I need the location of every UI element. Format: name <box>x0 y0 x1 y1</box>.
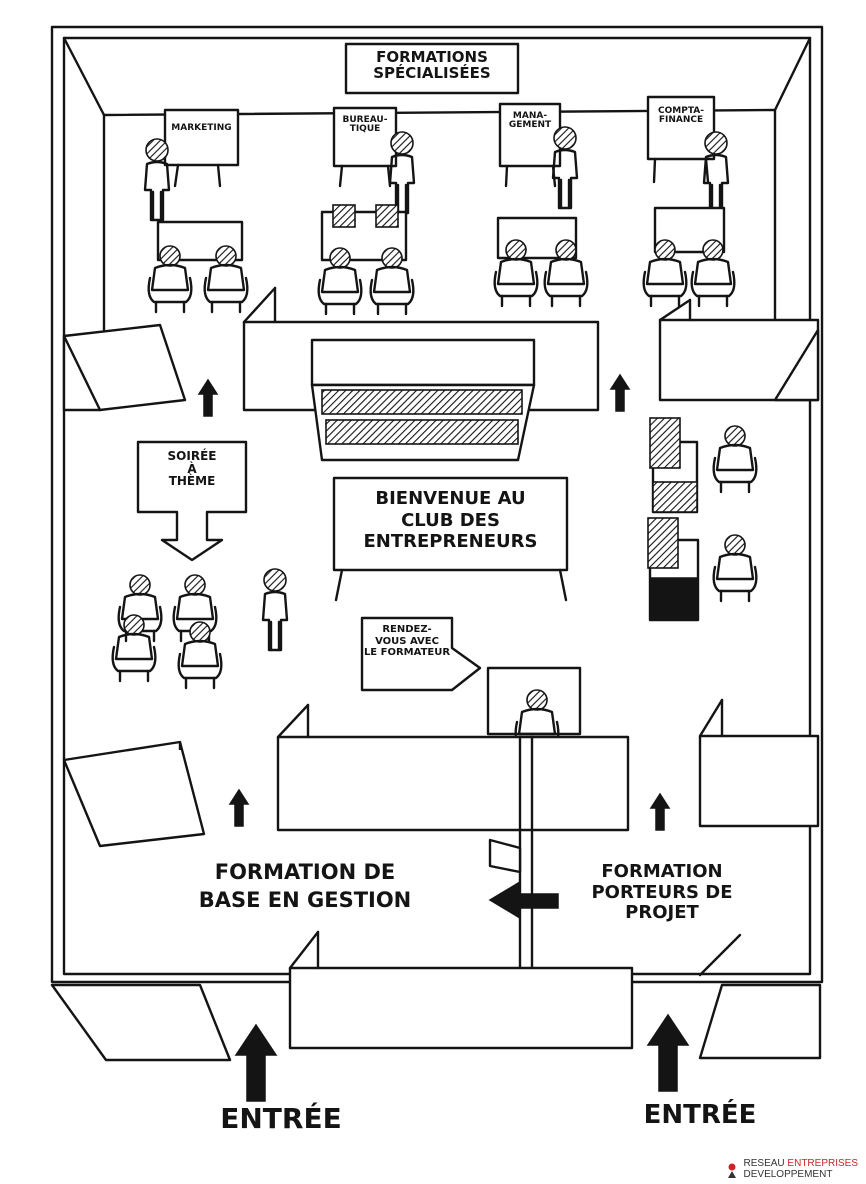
training-rooms <box>143 95 736 316</box>
meeting-trainer-label: Rendez- vous avec le formateur <box>363 624 451 658</box>
theme-evening-label: Soirée à thème <box>167 449 217 489</box>
welcome-label: Bienvenue au club des entrepreneurs <box>363 488 538 553</box>
logo-word-1: Reseau <box>743 1158 785 1169</box>
direction-arrows <box>198 374 689 1102</box>
office-tools-board-label: Bureau- tique <box>342 115 388 135</box>
entrance-right-label: Entrée <box>643 1100 757 1130</box>
marketing-board-label: Marketing <box>171 123 232 133</box>
logo-word-3: Developpement <box>743 1168 833 1180</box>
basic-management-training-label: Formation de base en gestion <box>198 860 412 913</box>
management-board-label: Mana- gement <box>508 111 552 131</box>
accounting-board-label: Compta- finance <box>658 106 704 126</box>
title-frame <box>344 42 520 95</box>
logo-mark-icon <box>724 1162 740 1178</box>
network-logo: Reseau Entreprises Developpement <box>724 1158 858 1180</box>
logo-text: Reseau Entreprises Developpement <box>743 1158 858 1180</box>
middle-partitions <box>62 286 820 462</box>
trainer-desk <box>360 616 582 758</box>
computer-stations <box>647 417 758 622</box>
logo-word-2: Entreprises <box>787 1158 858 1169</box>
theme-evening-group <box>111 440 289 690</box>
welcome-board <box>332 476 569 602</box>
specialized-training-title: Formations spécialisées <box>373 48 491 82</box>
lower-partitions <box>50 698 822 1062</box>
project-holders-training-label: Formation porteurs de projet <box>591 861 733 924</box>
entrance-left-label: Entrée <box>220 1102 342 1135</box>
